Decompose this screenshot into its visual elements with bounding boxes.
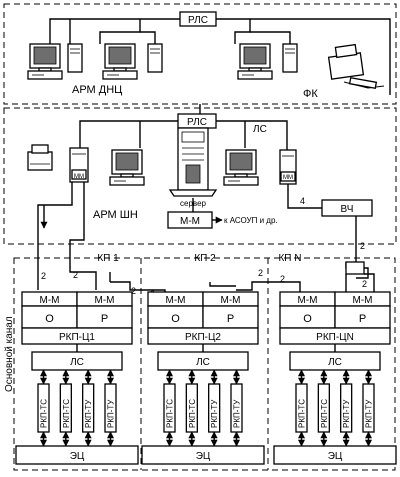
arm-dnc-pc-1 — [27, 43, 63, 80]
kp3-ls-label: ЛС — [328, 357, 342, 368]
link-2-e: 2 — [258, 268, 263, 278]
kp3-mm-right-label: М-М — [353, 295, 373, 306]
arm-dnc-pc-2 — [102, 43, 138, 80]
shn-printer-icon — [27, 144, 53, 171]
arm-dnc-tower-1 — [67, 43, 83, 73]
kp1-rkp-label: РКП-Ц1 — [59, 332, 95, 343]
kp2-ec-box — [141, 445, 265, 465]
kp2-o-label: О — [171, 313, 180, 325]
kp3-rkp-label: РКП-ЦN — [316, 332, 354, 343]
rls-top-line-right — [216, 18, 391, 95]
kp3-ec-label: ЭЦ — [328, 451, 343, 462]
link-2-b: 2 — [73, 270, 78, 280]
kp3-p-label: Р — [359, 313, 366, 325]
main-channel-label: Основной канал — [4, 316, 15, 392]
kp2-title: КП 2 — [194, 253, 216, 264]
kp1-module-label-3: РКП-ТУ — [107, 399, 116, 428]
kp2-module-label-0: РКП-ТС — [166, 399, 175, 428]
link-2-g: 2 — [362, 279, 367, 289]
link-2-c: 2 — [131, 286, 136, 296]
arm-pc-right — [223, 149, 259, 186]
top-zone-border — [3, 3, 397, 105]
kp2-ls-box — [157, 351, 249, 371]
kp1-o-label: О — [45, 313, 54, 325]
kp1-module-label-0: РКП-ТС — [40, 399, 49, 428]
kp2-mm-left-label: М-М — [166, 295, 186, 306]
arm-dnc-pc-3 — [237, 43, 273, 80]
kp3-module-label-2: РКП-ТУ — [342, 399, 351, 428]
kp1-ec-label: ЭЦ — [70, 451, 85, 462]
kp2-mm-right-label: М-М — [221, 295, 241, 306]
mm-asoup-label: М-М — [180, 216, 200, 227]
arm-shn-pc — [109, 149, 145, 186]
kpn-coupler-box — [345, 261, 365, 275]
kp1-module-label-1: РКП-ТС — [62, 399, 71, 428]
kp3-ec-box — [273, 445, 397, 465]
kp2-module-label-2: РКП-ТУ — [210, 399, 219, 428]
kp1-module-label-2: РКП-ТУ — [84, 399, 93, 428]
kp3-mm-left-label: М-М — [298, 295, 318, 306]
kp-zone-border — [13, 257, 396, 471]
kp2-module-label-1: РКП-ТС — [188, 399, 197, 428]
kp2-rkp-label: РКП-Ц2 — [185, 332, 221, 343]
arm-dnc-tower-2 — [147, 43, 163, 73]
link-num-4: 4 — [300, 196, 305, 206]
asoup-label: к АСОУП и др. — [224, 216, 278, 225]
vch-label: ВЧ — [341, 204, 354, 215]
kp1-mm-right-label: М-М — [95, 295, 115, 306]
kp3-module-label-3: РКП-ТУ — [365, 399, 374, 428]
link-2-f: 2 — [280, 274, 285, 284]
kp2-p-label: Р — [227, 313, 234, 325]
rls-mid-label: РЛС — [187, 117, 207, 128]
arm-dnc-tower-3 — [282, 43, 298, 73]
kp1-mm-left-label: М-М — [40, 295, 60, 306]
fk-label: ФК — [303, 88, 318, 100]
shn-tower — [69, 147, 89, 183]
kp1-ls-box — [31, 351, 123, 371]
mm-small-left: ММ — [74, 174, 84, 180]
rls-top-label: РЛС — [188, 15, 208, 26]
arm-dnc-label: АРМ ДНЦ — [72, 84, 122, 96]
vch-num-2: 2 — [360, 241, 365, 251]
rls-top-line-left — [49, 18, 180, 44]
fk-printer-icon — [327, 43, 385, 89]
kp1-ec-box — [15, 445, 139, 465]
kp2-ls-label: ЛС — [196, 357, 210, 368]
mm-small-right: ММ — [283, 175, 293, 181]
kp1-p-label: Р — [101, 313, 108, 325]
arm-shn-label: АРМ ШН — [93, 209, 138, 221]
kp3-module-label-1: РКП-ТС — [320, 399, 329, 428]
kp1-title: КП 1 — [97, 253, 119, 264]
kp2-ec-label: ЭЦ — [196, 451, 211, 462]
kpn-title: КП N — [278, 253, 301, 264]
kp3-ls-box — [289, 351, 381, 371]
kp3-module-label-0: РКП-ТС — [298, 399, 307, 428]
kp3-o-label: О — [303, 313, 312, 325]
ls-mid-label: ЛС — [253, 124, 267, 135]
kp2-module-label-3: РКП-ТУ — [233, 399, 242, 428]
link-2-a: 2 — [41, 271, 46, 281]
kp1-ls-label: ЛС — [70, 357, 84, 368]
server-rack-icon — [168, 127, 218, 197]
